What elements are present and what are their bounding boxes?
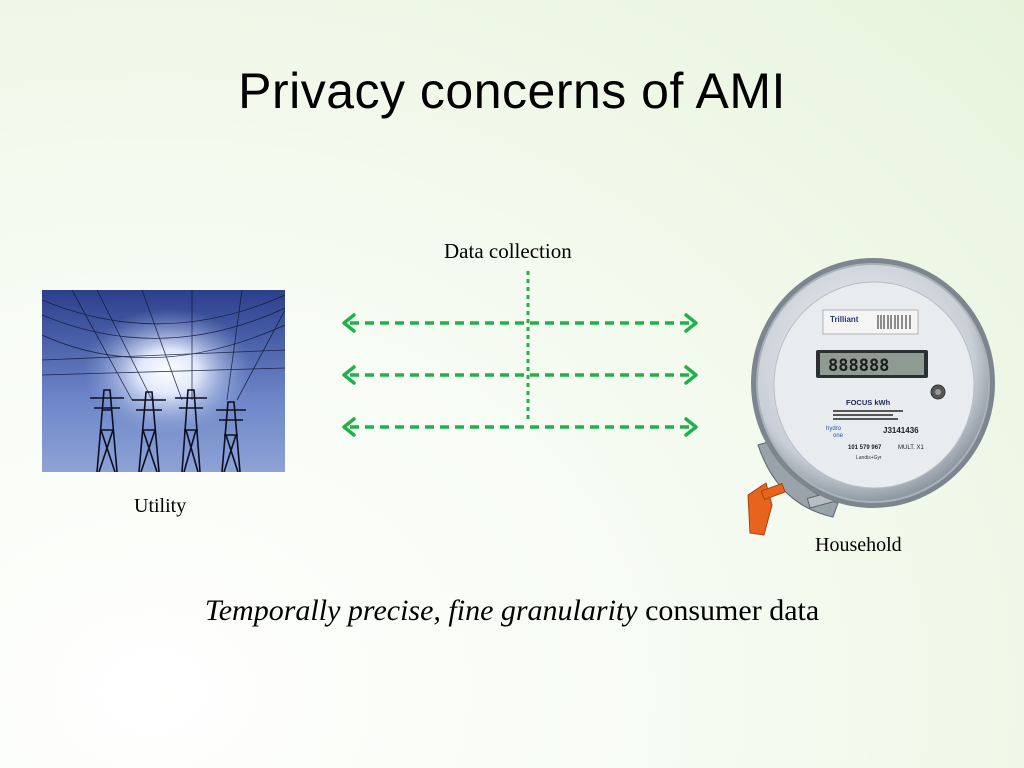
slide-title: Privacy concerns of AMI — [238, 63, 786, 119]
meter-serial: 101 579 967 — [848, 445, 882, 451]
household-label: Household — [815, 534, 902, 556]
meter-id: J3141436 — [883, 426, 919, 435]
slide-tagline: Temporally precise, fine granularity con… — [0, 594, 1024, 628]
meter-utility-brand-bottom: one — [833, 433, 844, 439]
utility-label: Utility — [134, 495, 187, 517]
data-collection-arrows — [342, 271, 698, 437]
data-collection-label: Data collection — [444, 239, 572, 263]
utility-power-lines-image — [42, 290, 285, 472]
tagline-rest: consumer data — [637, 594, 820, 627]
meter-model: FOCUS kWh — [846, 398, 891, 407]
smart-meter-image: Trilliant 888888 FOCUS kWh hydro one J31… — [747, 258, 995, 536]
meter-reading: 888888 — [828, 356, 889, 376]
tagline-emphasis: Temporally precise, fine granularity — [204, 594, 638, 627]
meter-maker: Landis+Gyr — [856, 455, 882, 461]
meter-utility-brand-top: hydro — [826, 426, 842, 432]
meter-multiplier: MULT. X1 — [898, 445, 925, 451]
meter-brand: Trilliant — [830, 315, 859, 324]
